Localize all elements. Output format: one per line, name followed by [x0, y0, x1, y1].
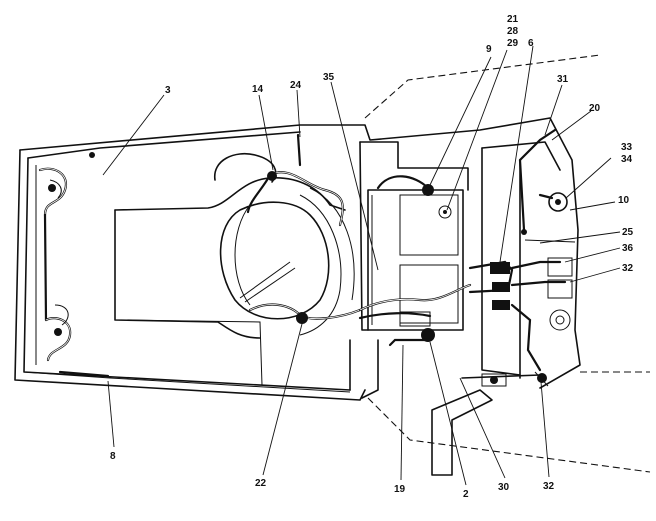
lower-bracket — [349, 339, 493, 476]
callout-3: 3 — [165, 85, 171, 96]
callout-33: 33 — [621, 142, 633, 153]
callout-32-right: 32 — [622, 263, 634, 274]
callout-31: 31 — [557, 74, 569, 85]
callout-10: 10 — [618, 195, 630, 206]
callout-35: 35 — [323, 72, 335, 83]
right-console — [461, 128, 576, 387]
callout-6: 6 — [528, 38, 534, 49]
callout-36: 36 — [622, 243, 634, 254]
callout-19: 19 — [394, 484, 406, 495]
callout-22: 22 — [255, 478, 267, 489]
callout-34: 34 — [621, 154, 633, 165]
left-side-wiring — [38, 152, 110, 378]
callout-30: 30 — [498, 482, 510, 493]
callout-labels: 3 14 24 35 9 21 28 29 6 31 20 33 34 10 2… — [110, 14, 634, 500]
hood-outline — [364, 54, 651, 473]
seat-harness — [239, 133, 362, 324]
callout-8: 8 — [110, 451, 116, 462]
callout-29: 29 — [507, 38, 519, 49]
callout-2: 2 — [463, 489, 469, 500]
callout-28: 28 — [507, 26, 519, 37]
callout-24: 24 — [290, 80, 302, 91]
battery-box — [358, 141, 472, 347]
callout-32-bottom: 32 — [543, 481, 555, 492]
callout-21: 21 — [507, 14, 519, 25]
callout-20: 20 — [589, 103, 601, 114]
body-outline — [14, 117, 581, 401]
leader-lines — [102, 45, 621, 486]
callout-9: 9 — [486, 44, 492, 55]
callout-14: 14 — [252, 84, 264, 95]
callout-25: 25 — [622, 227, 634, 238]
